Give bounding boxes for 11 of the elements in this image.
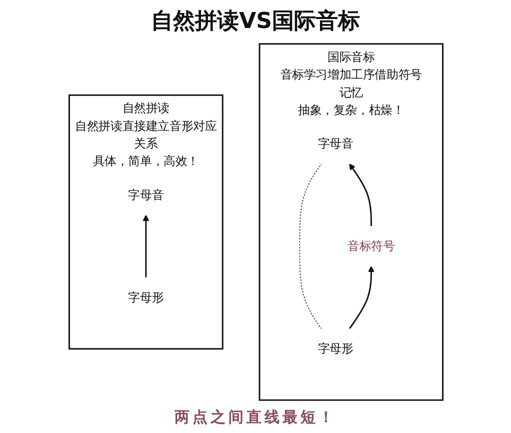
node-text: 字母音	[317, 136, 353, 150]
arrow	[348, 266, 374, 330]
node-text: 字母音	[128, 188, 164, 202]
node-text: 字母形	[317, 341, 353, 356]
note-text: 两点之间直线最短！	[174, 408, 336, 427]
diagram-title: 自然拼读VS国际音标	[151, 8, 360, 36]
arrow	[142, 214, 149, 278]
node-text: 字母形	[128, 290, 164, 304]
node-text: 音标符号	[347, 238, 394, 253]
connector	[298, 163, 322, 330]
arrow	[348, 163, 372, 226]
